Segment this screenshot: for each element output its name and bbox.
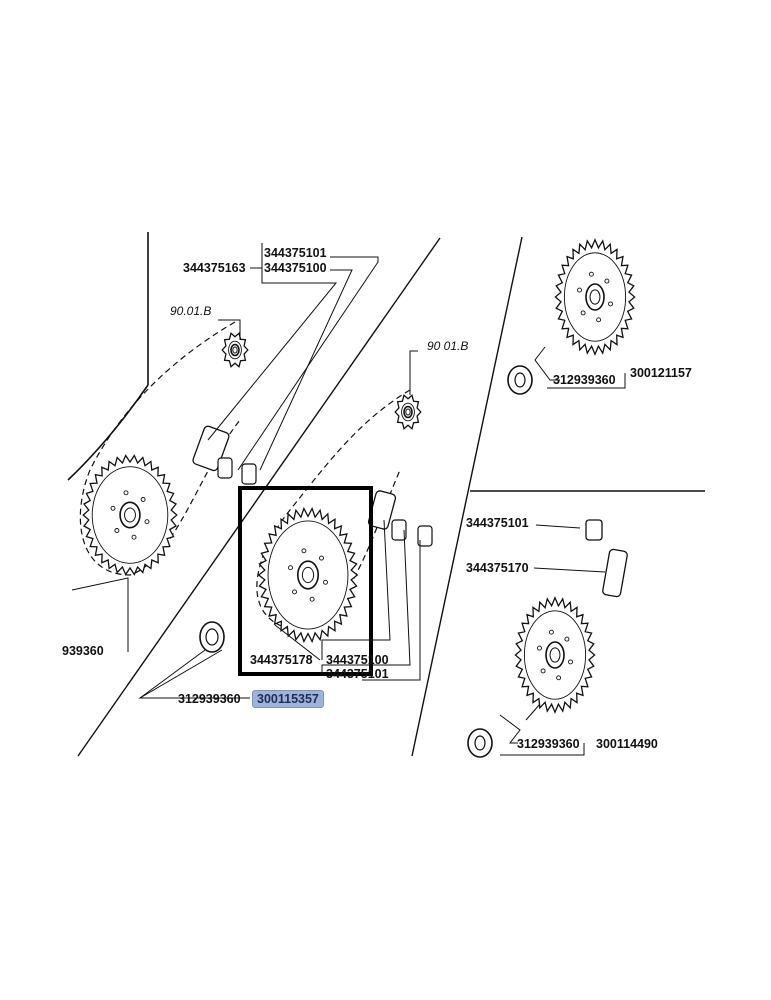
label-right-top-assembly: 300121157: [630, 366, 692, 380]
label-center-assembly-highlighted: 300115357: [252, 690, 324, 708]
highlight-frame: [238, 486, 373, 676]
hub-bushing-right-top: [507, 365, 533, 395]
chain-link-center-1: [391, 519, 407, 541]
hub-bushing-center: [199, 621, 225, 653]
label-center-chain: 344375100: [326, 653, 389, 667]
large-sprocket-center: [257, 506, 359, 644]
label-left-hub-cut: 939360: [62, 644, 104, 658]
label-center-sprocket: 344375178: [250, 653, 313, 667]
label-right-link: 344375101: [466, 516, 529, 530]
large-sprocket-left: [82, 454, 178, 576]
chain-link-right: [585, 519, 603, 541]
label-center-hub: 312939360: [178, 692, 241, 706]
label-ref-center: 90 01.B: [427, 339, 469, 353]
label-chain-link-top: 344375101: [264, 246, 327, 260]
chain-link-center-2: [417, 525, 433, 547]
right-bottom-sprocket-assembly: [467, 519, 628, 758]
label-right-chain: 344375170: [466, 561, 529, 575]
label-center-link: 344375101: [326, 667, 389, 681]
label-ref-left: 90.01.B: [170, 304, 212, 318]
chain-link-left-1: [217, 457, 233, 479]
label-right-top-hub: 312939360: [553, 373, 616, 387]
hub-bushing-right-bottom: [467, 728, 493, 758]
chain-link-left-2: [241, 463, 257, 485]
leader-lines: [71, 243, 626, 756]
small-sprocket-center: [394, 394, 422, 430]
label-right-bottom-assembly: 300114490: [596, 737, 658, 751]
panel-divider-diagonal-1: [77, 237, 441, 757]
label-right-bottom-hub: 312939360: [517, 737, 580, 751]
large-sprocket-right-top: [554, 238, 636, 356]
center-sprocket-assembly: [199, 389, 433, 676]
small-sprocket-left: [221, 332, 249, 368]
large-sprocket-right-bottom: [514, 596, 596, 714]
label-chain-top: 344375100: [264, 261, 327, 275]
right-top-sprocket-assembly: [507, 238, 636, 395]
label-chain-upper-left: 344375163: [183, 261, 246, 275]
panel-divider-diagonal-2: [411, 236, 523, 757]
chain-segment-right: [602, 548, 628, 598]
left-sprocket-assembly: [79, 321, 257, 576]
